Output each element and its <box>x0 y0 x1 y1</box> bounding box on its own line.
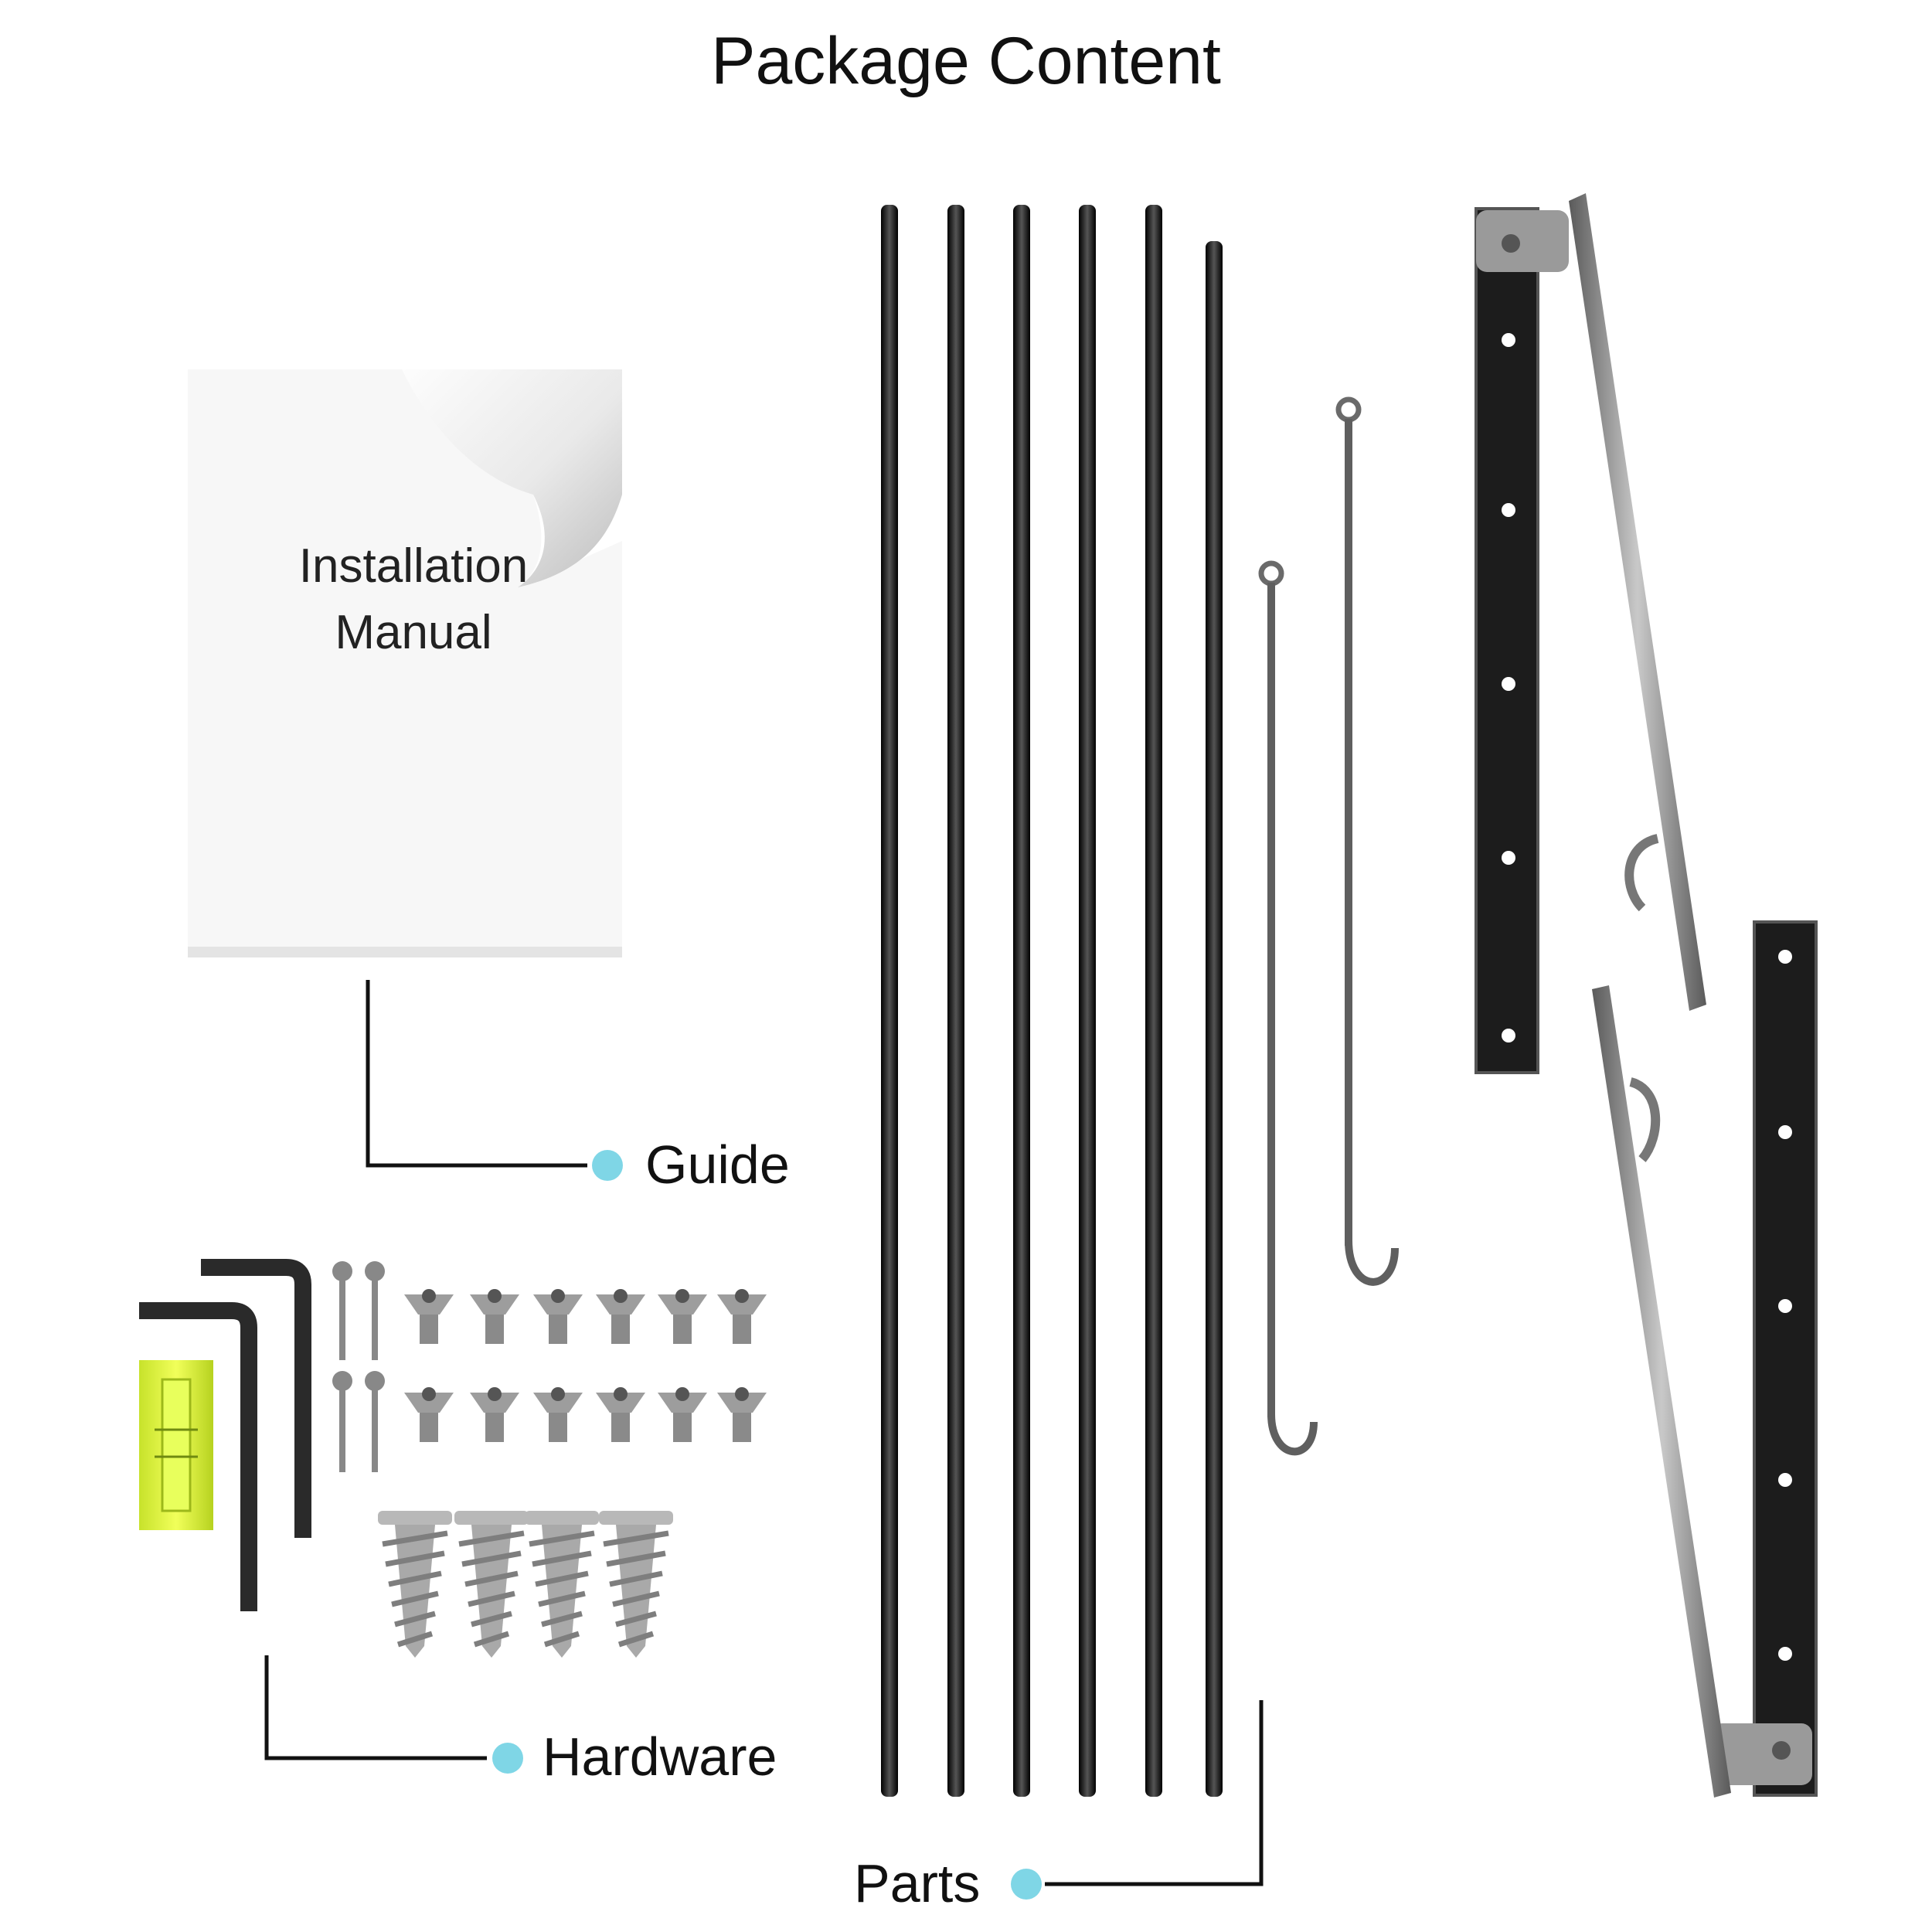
bolt-icon <box>596 1289 645 1344</box>
bubble-level-icon <box>139 1360 213 1530</box>
bolt-icon <box>596 1387 645 1442</box>
rod-icon <box>1206 241 1223 1797</box>
hardware-connector <box>264 1655 523 1774</box>
hex-key-icon <box>201 1259 311 1538</box>
parts-label: Parts <box>854 1853 981 1913</box>
bolt-icon <box>470 1289 519 1344</box>
rod-icon <box>1013 205 1030 1797</box>
parts-dot <box>1011 1869 1042 1900</box>
bolts-group <box>404 1289 767 1442</box>
guide-connector <box>366 980 623 1181</box>
guide-label: Guide <box>645 1134 790 1195</box>
bolt-icon <box>658 1387 707 1442</box>
hardware-dot <box>492 1743 523 1774</box>
wood-screw-icon <box>365 1261 385 1360</box>
bolt-icon <box>717 1387 767 1442</box>
wood-screw-icon <box>332 1371 352 1472</box>
rod-icon <box>1145 205 1162 1797</box>
wood-screw-icon <box>365 1371 385 1472</box>
bolt-icon <box>470 1387 519 1442</box>
rod-icon <box>1079 205 1096 1797</box>
drywall-anchor-icon <box>525 1511 599 1658</box>
bracket-icon <box>1592 920 1818 1798</box>
bolt-icon <box>717 1289 767 1344</box>
bracket-icon <box>1475 193 1706 1074</box>
drywall-anchor-icon <box>454 1511 529 1658</box>
bolt-icon <box>404 1289 454 1344</box>
hardware-label: Hardware <box>543 1726 777 1787</box>
hook-rod-icon <box>1335 396 1399 1286</box>
rods-group <box>881 205 1223 1797</box>
hex-key-icon <box>139 1302 257 1611</box>
manual-line-1: Installation <box>298 539 529 593</box>
anchors-group <box>378 1511 673 1658</box>
hook-rod-icon <box>1258 560 1318 1456</box>
drywall-anchor-icon <box>599 1511 673 1658</box>
bolt-icon <box>533 1289 583 1344</box>
rod-icon <box>881 205 898 1797</box>
bolt-icon <box>404 1387 454 1442</box>
guide-dot <box>592 1150 623 1181</box>
manual-line-2: Manual <box>335 606 492 659</box>
manual-title: Installation Manual <box>197 533 630 666</box>
bolt-icon <box>658 1289 707 1344</box>
drywall-anchor-icon <box>378 1511 452 1658</box>
wood-screw-icon <box>332 1261 352 1360</box>
page-title: Package Content <box>711 24 1221 98</box>
manual-icon <box>188 369 622 957</box>
parts-connector <box>1011 1700 1264 1900</box>
rod-icon <box>947 205 964 1797</box>
bolt-icon <box>533 1387 583 1442</box>
